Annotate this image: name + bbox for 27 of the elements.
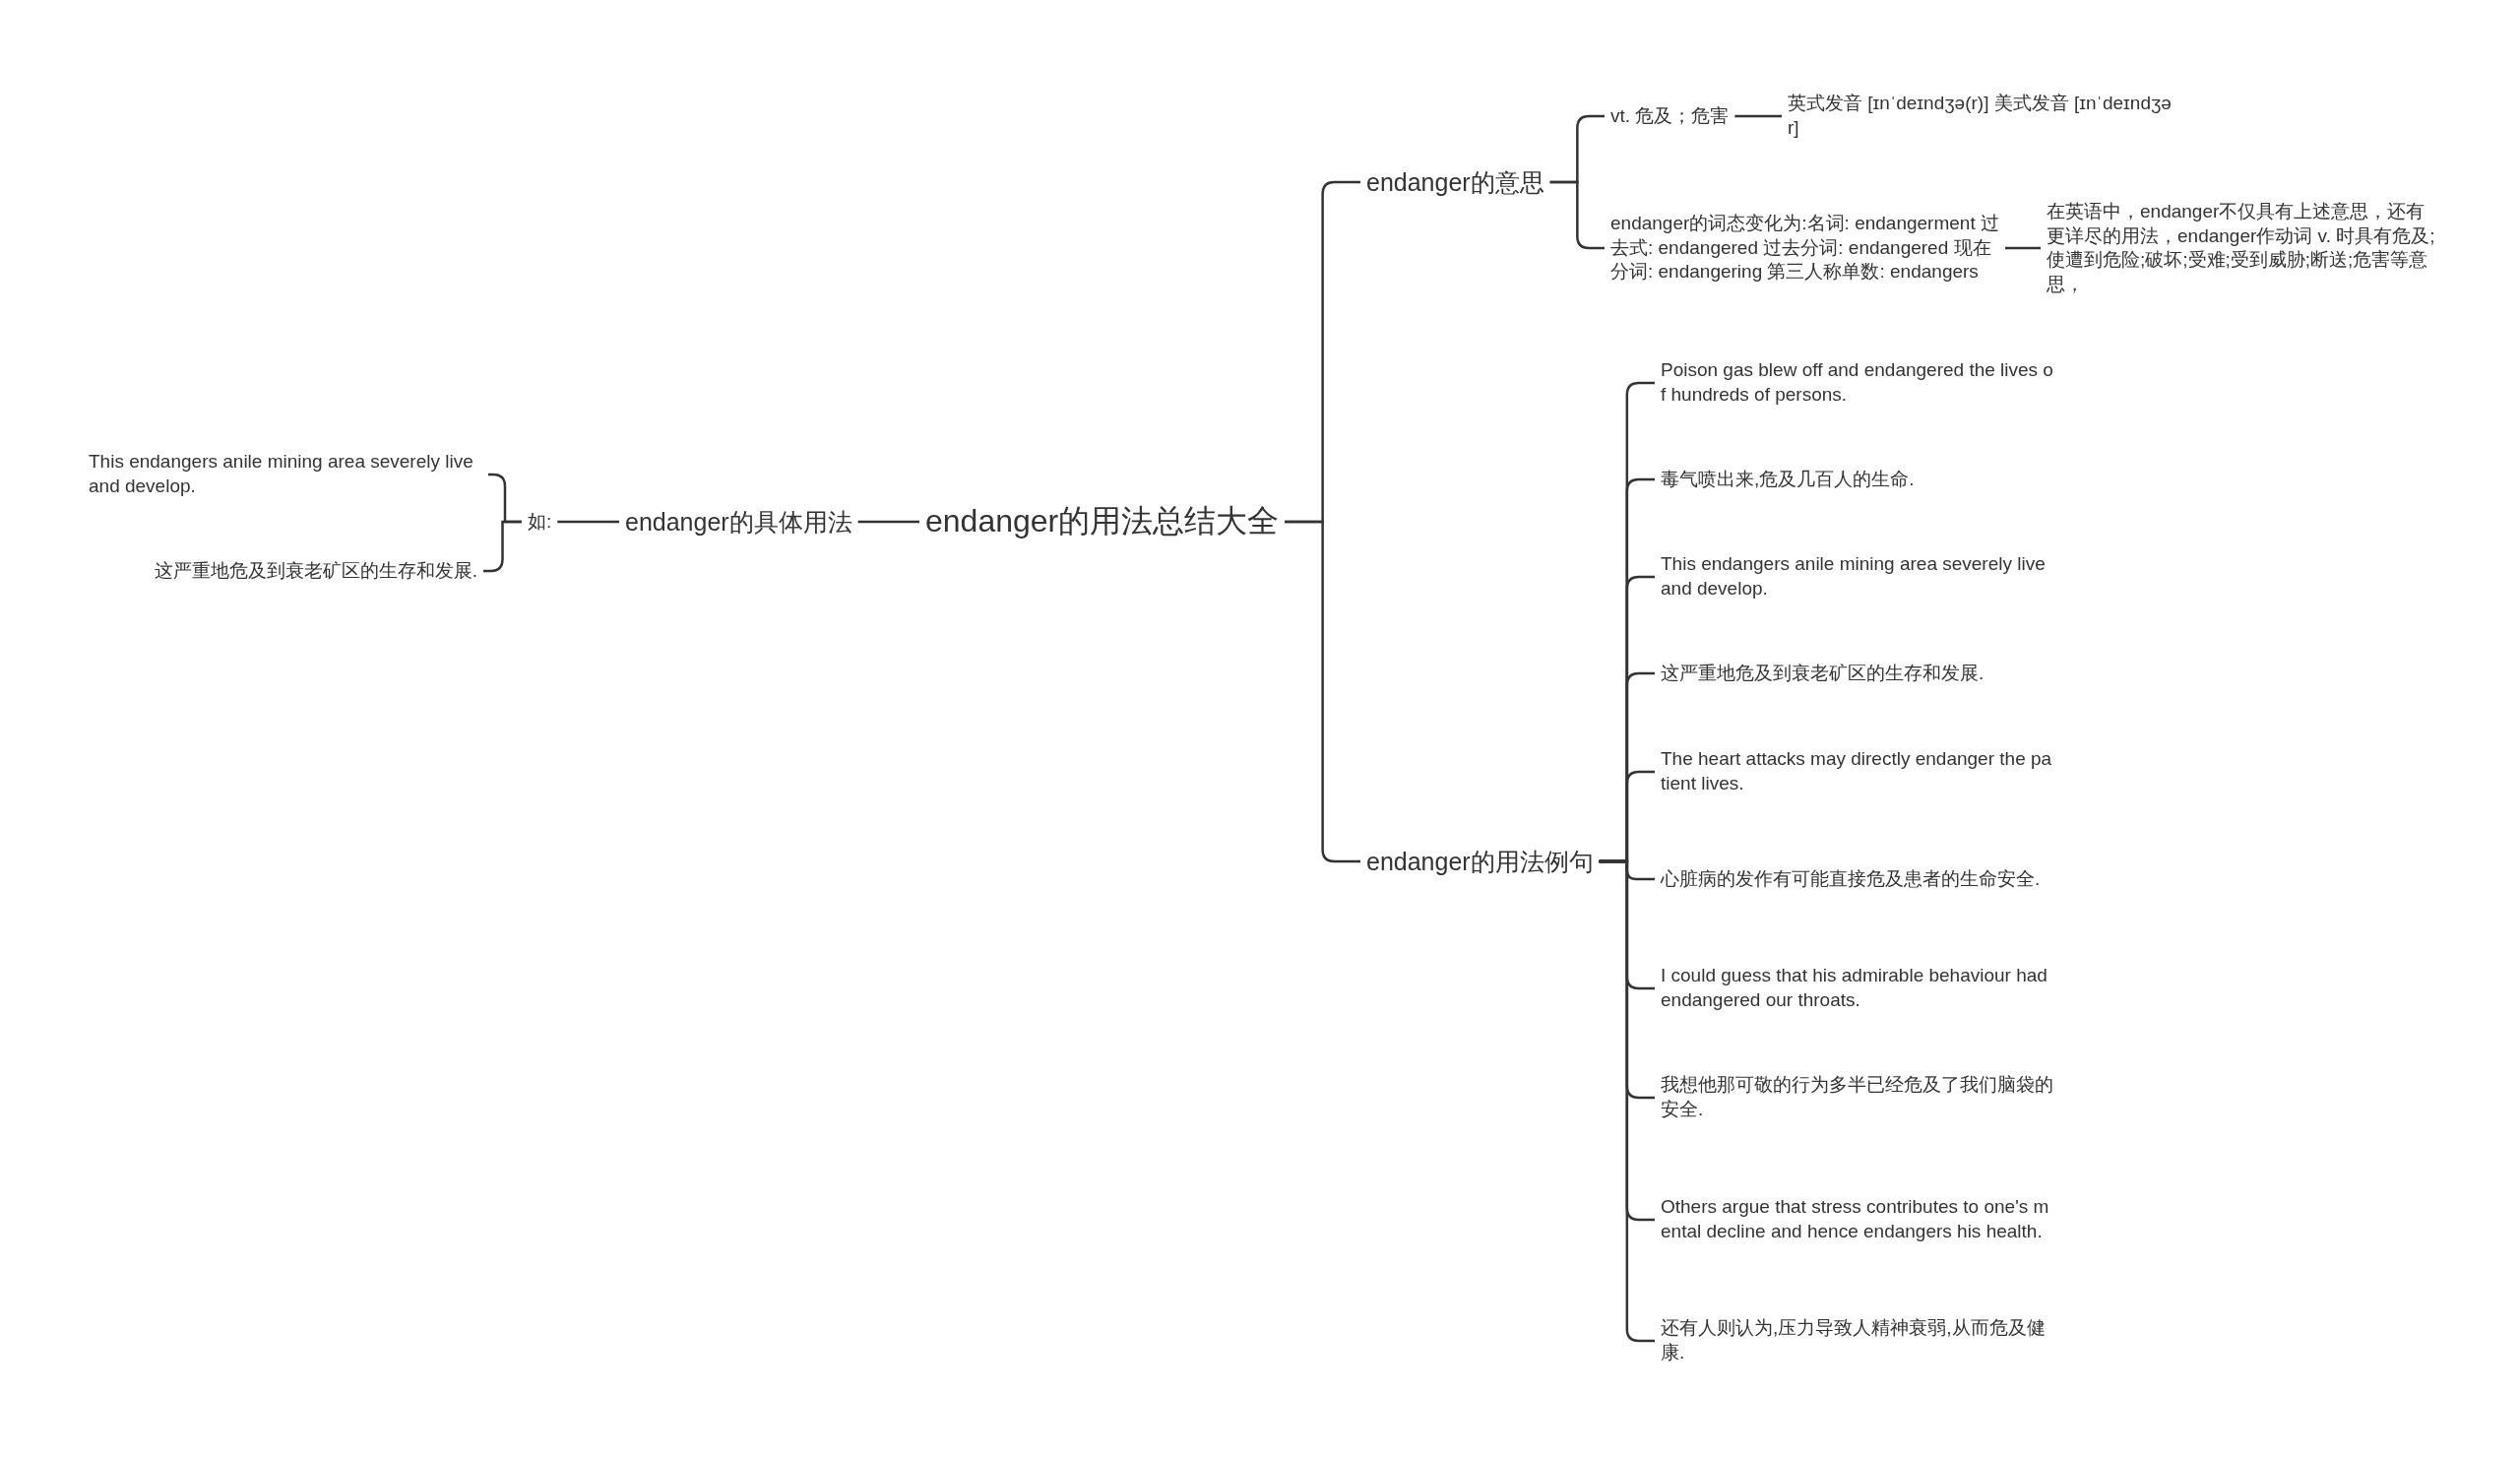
- connector-line: [1734, 114, 1782, 118]
- branch-topic: endanger的具体用法: [625, 506, 852, 538]
- example-sentence: 我想他那可敬的行为多半已经危及了我们脑袋的安全.: [1661, 1073, 2054, 1121]
- pronunciation-text: 英式发音 [ɪnˈdeɪndʒə(r)] 美式发音 [ɪnˈdeɪndʒər]: [1788, 92, 2173, 140]
- word-forms-text: endanger的词态变化为:名词: endangerment 过去式: endangered 过去分词: endangered 现在分词: endangering 第三人称单数: endangers: [1610, 211, 1999, 285]
- definition-text: vt. 危及；危害: [1610, 103, 1730, 128]
- example-prefix: 如:: [528, 509, 552, 534]
- example-sentence: Others argue that stress contributes to one's mental decline and hence endangers his health.: [1661, 1195, 2050, 1243]
- example-sentence: 毒气喷出来,危及几百人的生命.: [1661, 467, 1916, 491]
- central-topic: endanger的用法总结大全: [925, 502, 1280, 541]
- branch-topic: endanger的用法例句: [1366, 846, 1594, 877]
- example-sentence: 心脏病的发作有可能直接危及患者的生命安全.: [1661, 866, 2042, 891]
- connector-line: [557, 520, 619, 524]
- connector-line: [1285, 520, 1360, 863]
- connector-line: [857, 520, 919, 524]
- example-sentence: 还有人则认为,压力导致人精神衰弱,从而危及健康.: [1661, 1316, 2047, 1364]
- connector-line: [483, 520, 522, 573]
- branch-topic: endanger的意思: [1366, 166, 1544, 198]
- example-sentence: This endangers anile mining area severely live and develop.: [1661, 552, 2047, 601]
- example-sentence: I could guess that his admirable behaviour had endangered our throats.: [1661, 964, 2048, 1012]
- usage-note-text: 在英语中，endanger不仅具有上述意思，还有更详尽的用法，endanger作动词 v. 时具有危及;使遭到危险;破坏;受难;受到威胁;断送;危害等意思，: [2047, 199, 2436, 296]
- example-sentence: 这严重地危及到衰老矿区的生存和发展.: [1661, 661, 1985, 685]
- connector-line: [2005, 246, 2041, 250]
- example-sentence: Poison gas blew off and endangered the lives of hundreds of persons.: [1661, 358, 2054, 407]
- example-sentence: The heart attacks may directly endanger the patient lives.: [1661, 747, 2053, 795]
- example-sentence: This endangers anile mining area severely live and develop.: [89, 450, 474, 498]
- example-sentence: 这严重地危及到衰老矿区的生存和发展.: [153, 558, 477, 583]
